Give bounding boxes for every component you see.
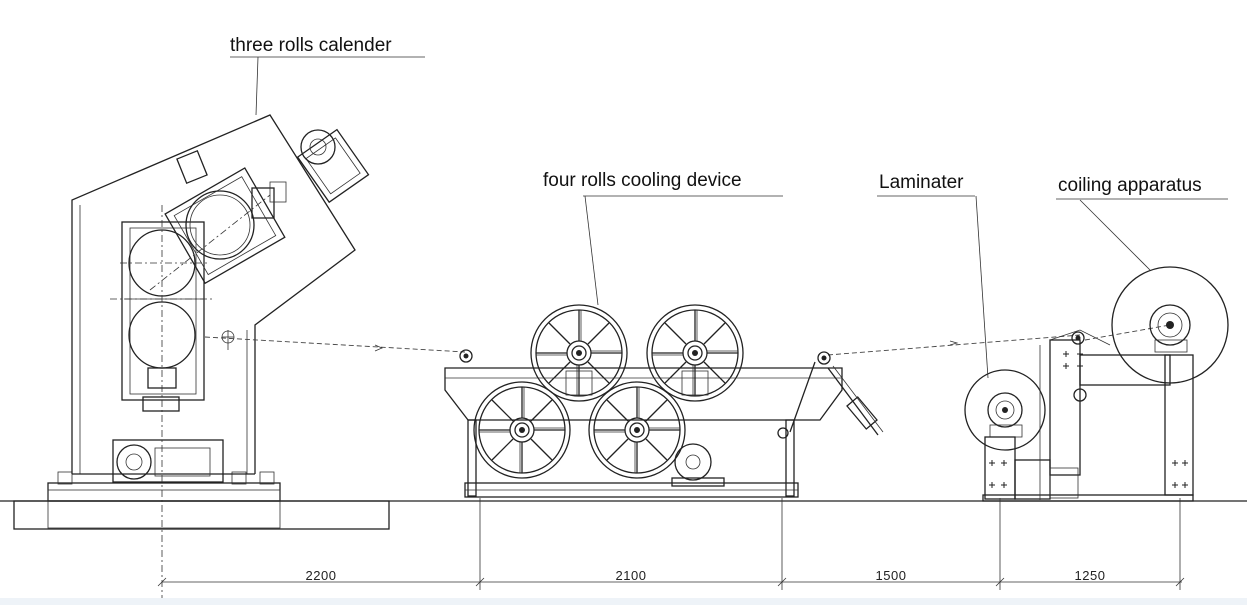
dimension-1500: 1500: [876, 568, 907, 583]
label-laminater: Laminater: [879, 172, 964, 193]
dimension-line: 2200 2100 1500 1250: [157, 498, 1185, 590]
dimension-2100: 2100: [616, 568, 647, 583]
four-rolls-cooling-device: [444, 304, 884, 498]
three-rolls-calender: [13, 114, 390, 600]
label-coiling-apparatus: coiling apparatus: [1058, 175, 1202, 196]
coiling-apparatus: [1039, 266, 1229, 500]
labels: three rolls calender four rolls cooling …: [230, 35, 1228, 379]
web-path-1: [204, 336, 466, 353]
web-path-2: [827, 334, 1081, 356]
dimension-1250: 1250: [1075, 568, 1106, 583]
label-three-rolls-calender: three rolls calender: [230, 35, 392, 56]
bottom-strip: [0, 598, 1247, 605]
dimension-2200: 2200: [306, 568, 337, 583]
label-four-rolls-cooling-device: four rolls cooling device: [543, 170, 742, 191]
